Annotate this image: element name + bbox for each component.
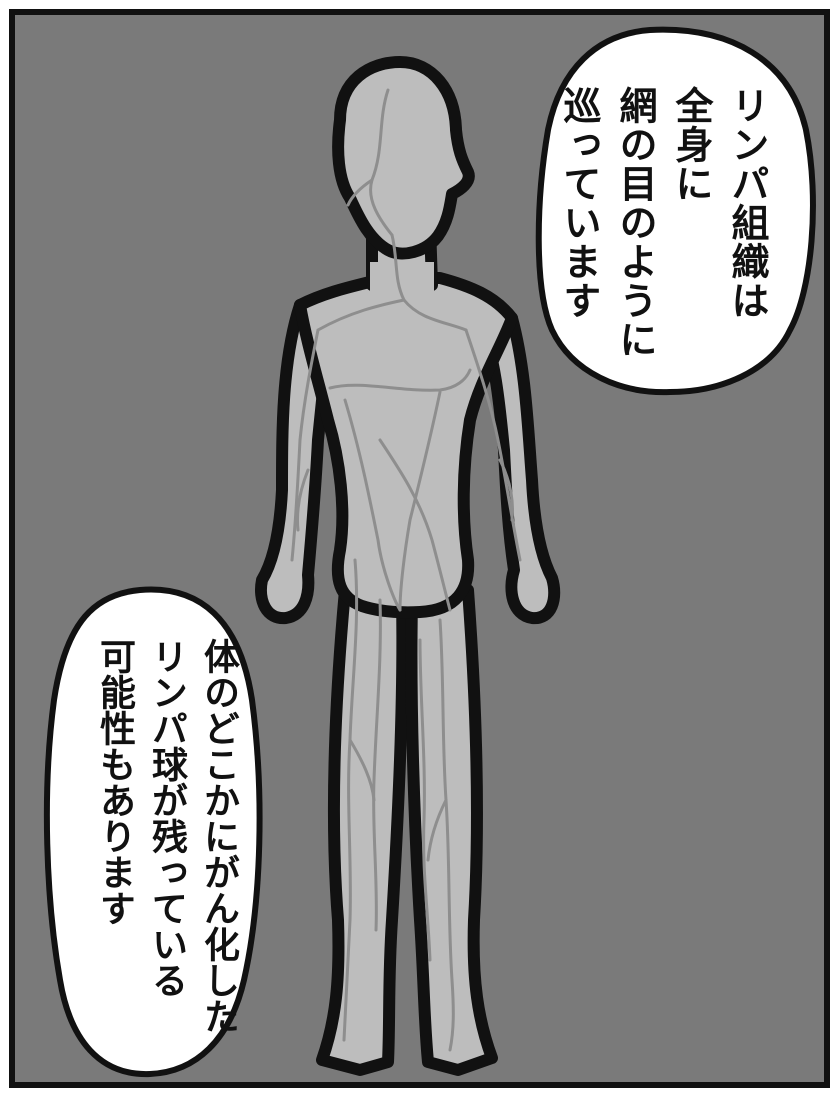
speech-bubble-2 [43, 586, 263, 1078]
torso [294, 272, 518, 619]
left-leg [316, 584, 409, 1076]
bubble-2-line-2: リンパ球が残っている [146, 638, 188, 998]
speech-bubble-1 [535, 26, 816, 396]
right-arm [474, 312, 561, 624]
right-leg [405, 584, 498, 1076]
bubble-1-line-3: 網の目のように [613, 86, 658, 359]
head [332, 56, 475, 260]
bubble-2-line-3: 可能性もあります [94, 638, 136, 926]
bubble-1-line-2: 全身に [669, 86, 714, 203]
speech-bubble-2-text: 体のどこかにがん化した リンパ球が残っている 可能性もあります [82, 638, 242, 1038]
lymphatic-network [290, 88, 522, 1052]
bubble-2-line-1: 体のどこかにがん化した [198, 638, 240, 1034]
speech-bubble-1-text: リンパ組織は 全身に 網の目のように 巡っています [557, 86, 772, 359]
bubble-1-line-4: 巡っています [557, 86, 602, 320]
bubble-1-line-1: リンパ組織は [725, 86, 770, 320]
human-body-lymphatic-system-icon [255, 56, 561, 1076]
